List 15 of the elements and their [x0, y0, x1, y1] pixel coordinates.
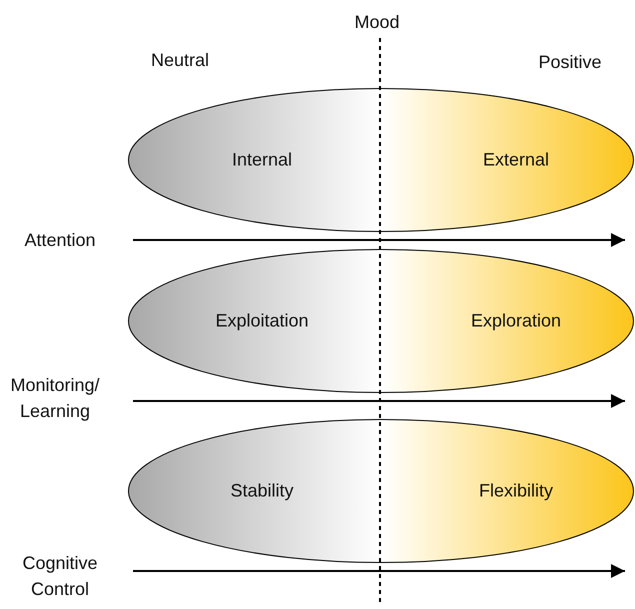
- ellipse-label: Stability: [230, 480, 294, 502]
- ellipse-label: Exploitation: [215, 310, 309, 332]
- axis-label: Mood: [353, 11, 401, 34]
- ellipse-node: [128, 249, 634, 393]
- row-label: Cognitive Control: [21, 552, 99, 601]
- ellipse-node: [128, 88, 634, 232]
- ellipse-label: External: [482, 150, 550, 170]
- scale-end-label: Positive: [537, 51, 603, 74]
- ellipse-label: Flexibility: [479, 480, 553, 502]
- ellipse-label: Internal: [232, 150, 292, 170]
- row-label: Monitoring/ Learning: [9, 374, 101, 423]
- scale-end-label: Neutral: [150, 49, 210, 72]
- row-label: Attention: [23, 229, 97, 252]
- ellipse-label: Exploration: [470, 310, 562, 332]
- ellipse-node: [128, 419, 634, 563]
